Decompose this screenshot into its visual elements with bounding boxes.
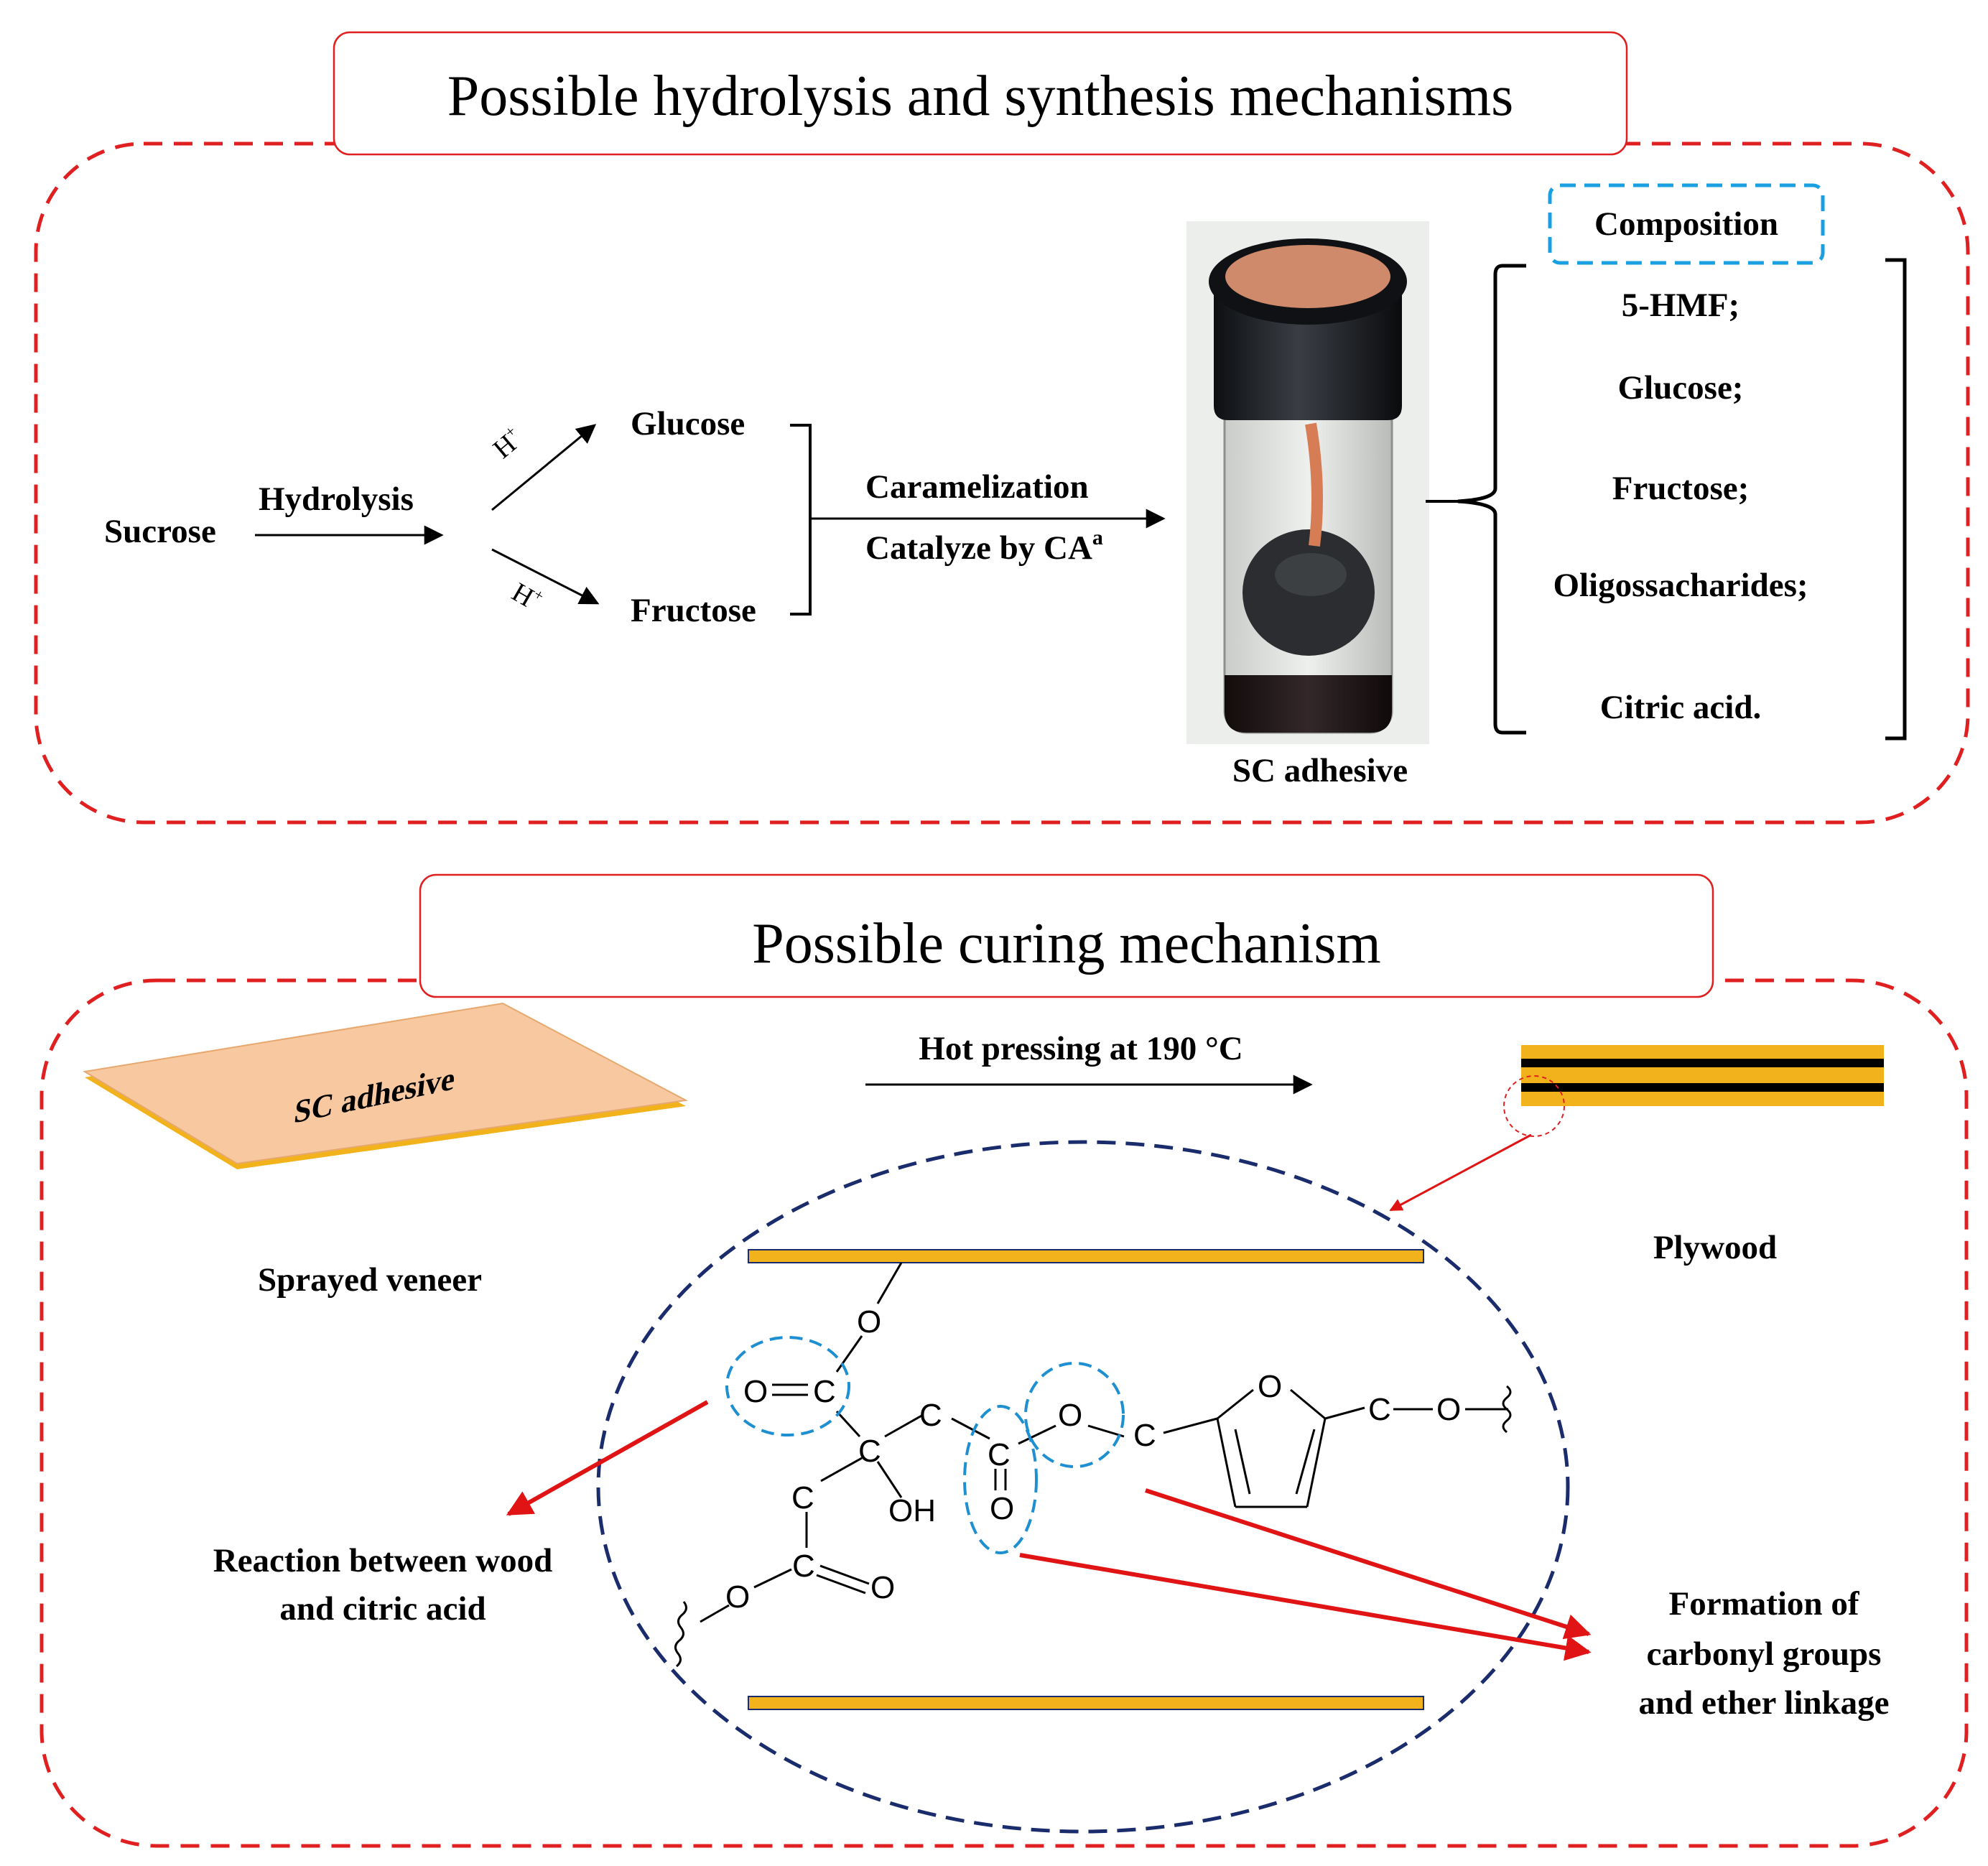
atom-o-ester-lower: O [725,1579,750,1615]
atom-o-top: O [857,1304,881,1340]
vial-liquid [1225,675,1392,733]
atom-c-ester-lower: C [792,1549,815,1584]
catalyze-text: Catalyze by CA [865,529,1092,567]
composition-title: Composition [1594,205,1778,243]
caramelization-label: Caramelization [865,468,1089,506]
wood-layer-bottom [748,1696,1424,1710]
h-plus-up-arrow [491,424,597,511]
zoom-ellipse [596,1140,1570,1834]
vial-blob-highlight [1275,553,1347,596]
plywood-stack [1521,1045,1884,1106]
wood-layer-top [748,1249,1424,1263]
composition-right-bracket [1885,258,1907,741]
composition-item-3: Fructose; [1612,470,1750,507]
composition-item-1: 5-HMF; [1622,287,1740,324]
sc-adhesive-vial [1186,221,1429,744]
atom-o-carbonyl-mid: O [990,1491,1014,1526]
plywood-zoom-circle [1503,1075,1565,1137]
vial-cap-residue [1225,245,1390,308]
composition-item-2: Glucose; [1618,369,1744,407]
atom-c-central: C [858,1434,881,1469]
top-panel: Possible hydrolysis and synthesis mechan… [34,31,1970,825]
reaction-label-line-2: and citric acid [279,1590,486,1628]
zoom-arrow [1389,1133,1532,1212]
fructose-label: Fructose [631,592,756,629]
catalyze-label: Catalyze by CAa [865,526,1103,567]
bottom-title: Possible curing mechanism [752,912,1380,975]
formation-pointer-arrow-2 [1019,1553,1592,1661]
reaction-pointer-arrow [506,1400,709,1516]
atom-o-carbonyl-left: O [743,1374,768,1409]
structure-atom-labels: O O C C C C O O C O C O OH C C O O [725,1304,1461,1615]
sucrose-label: Sucrose [104,513,216,550]
plywood-body [1521,1045,1884,1106]
reaction-label-line-1: Reaction between wood [213,1542,553,1579]
plywood-glue-line-1 [1521,1059,1884,1067]
highlight-ester-o [1024,1362,1125,1468]
bottom-title-box [419,873,1714,998]
highlight-carbonyl-mid [963,1405,1038,1554]
atom-c-ch2-lower: C [791,1480,814,1515]
sprayed-veneer-sheet: SC adhesive [83,1002,689,1169]
hot-pressing-label: Hot pressing at 190 °C [919,1030,1242,1067]
highlight-carbonyl-left [725,1336,850,1436]
vial-cap [1214,287,1402,420]
veneer-face [83,1002,689,1165]
top-title-box [333,31,1628,156]
h-plus-down: H + [507,577,548,613]
atom-o-ester: O [1058,1398,1082,1433]
composition-item-4: Oligossacharides; [1553,567,1808,604]
composition-item-5: Citric acid. [1600,689,1762,726]
composition-left-brace [1457,264,1526,735]
top-title: Possible hydrolysis and synthesis mechan… [447,65,1513,128]
sprayed-veneer-label: Sprayed veneer [258,1261,482,1299]
hydrolysis-label: Hydrolysis [259,481,414,518]
h-plus-down-arrow [491,548,600,605]
atom-o-furan: O [1258,1369,1282,1404]
atom-c-carbonyl-mid: C [988,1437,1011,1472]
atom-c-ch2-tail: C [1368,1392,1391,1427]
join-bracket [790,424,812,616]
h-plus-up: H + [488,422,522,465]
sc-adhesive-label: SC adhesive [1232,752,1408,789]
composition-box [1548,183,1825,265]
plywood-label: Plywood [1653,1229,1777,1266]
plywood-glue-line-2 [1521,1083,1884,1092]
atom-c-carbonyl-left: C [813,1374,836,1409]
citric-acid-ester-structure [674,1262,1512,1668]
vial-caramel-strand [1305,422,1323,547]
atom-o-tail: O [1436,1392,1461,1427]
atom-c-ch2-furan: C [1133,1418,1156,1453]
atom-o-ester-lower-double: O [870,1570,895,1605]
bottom-panel: Possible curing mechanism SC adhesive Sp… [40,873,1969,1848]
formation-label-line-3: and ether linkage [1638,1684,1889,1722]
atom-c-ch2-right: C [919,1398,942,1433]
glucose-label: Glucose [631,405,745,442]
catalyze-sup: a [1092,526,1103,549]
atom-oh: OH [888,1493,936,1528]
formation-label-line-2: carbonyl groups [1647,1635,1882,1673]
formation-pointer-arrow-1 [1145,1488,1592,1640]
formation-label-line-1: Formation of [1669,1585,1860,1623]
